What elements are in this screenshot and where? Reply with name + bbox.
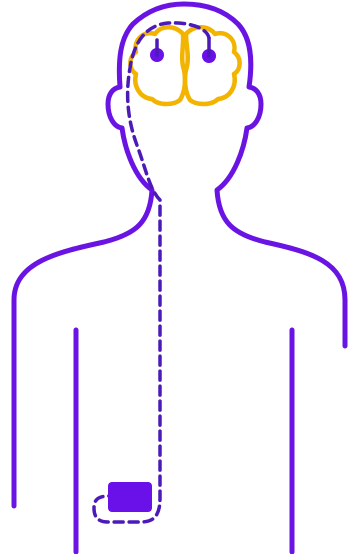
- implanted-pulse-generator-icon: [108, 482, 152, 512]
- brain-right-lobe: [185, 27, 240, 104]
- head-and-torso-outline: [14, 4, 345, 506]
- person-silhouette-icon: [14, 4, 345, 552]
- brain-icon: [130, 27, 239, 104]
